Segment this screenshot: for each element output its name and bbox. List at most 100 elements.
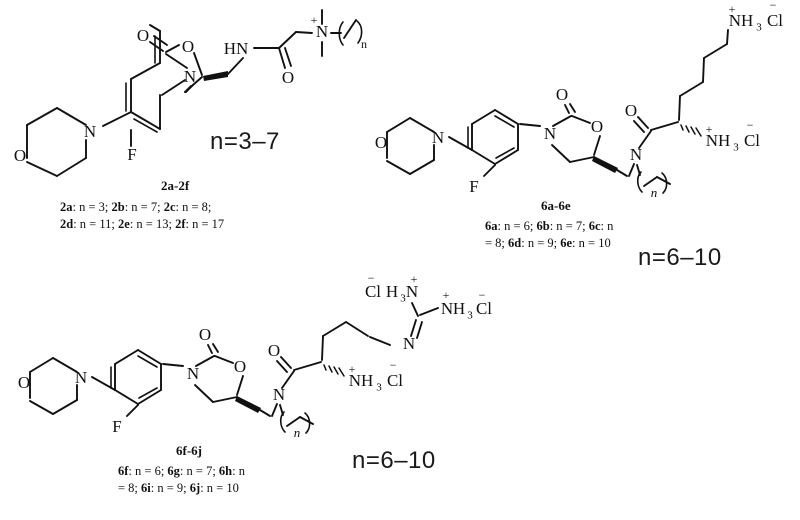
morpholine-ring-1: O N <box>14 107 96 177</box>
guanidine-right-nitrogen-3: N <box>441 299 453 318</box>
amide-nitrogen-2: N <box>630 145 642 164</box>
repeat-bracket-right-2 <box>661 172 668 194</box>
terminal-ammonium-sub-2: 3 <box>756 22 762 34</box>
alpha-n-plus-charge-3: + <box>349 362 356 376</box>
guanidine-left-cl-minus-3: − <box>368 271 375 285</box>
stereo-hash-3 <box>323 364 345 377</box>
alpha-n-plus-charge-2: + <box>706 122 713 136</box>
alpha-ammonium-sub-3: 3 <box>376 382 382 394</box>
arginine-sidechain-3 <box>321 321 391 361</box>
amide-carbonyl-oxygen-3: O <box>268 341 280 360</box>
structure-2a-2f-drawing: O N F N O O <box>14 9 367 177</box>
alpha-chloride-label-3: Cl <box>387 371 403 390</box>
alpha-ammonium-label-3: NH <box>349 371 374 390</box>
guanidine-right-cl-minus-3: − <box>479 288 486 302</box>
quaternary-nitrogen-1: N <box>316 22 328 41</box>
amide-carbonyl-oxygen-2: O <box>625 101 637 120</box>
aryl-n-bond-3 <box>162 363 184 367</box>
oxazolidinone-nitrogen-1: N <box>184 67 196 86</box>
fluorophenyl-ring-2: F <box>448 109 519 196</box>
guanidine-right-sub-3: 3 <box>467 310 473 322</box>
oxazolidinone-ring-oxygen-1: O <box>182 37 194 56</box>
structure-caption-6f-6j-line1: 6f: n = 6; 6g: n = 7; 6h: n <box>118 464 245 478</box>
fluorine-label-2: F <box>469 177 478 196</box>
oxazolidinone-ring-oxygen-2: O <box>591 117 603 136</box>
stereo-wedge-2 <box>592 156 618 173</box>
alpha-ammonium-label-2: NH <box>706 131 731 150</box>
repeat-bracket-left-2 <box>636 171 643 193</box>
aryl-n-bond-1 <box>161 79 186 96</box>
n-range-6f-6j: n=6–10 <box>352 447 436 474</box>
guanidine-left-nitrogen-3: N <box>406 282 418 301</box>
oxazolidinone-ring-1: N O O <box>137 26 203 93</box>
terminal-chloride-label-2: Cl <box>767 11 783 30</box>
n-range-2a-2f: n=3–7 <box>210 128 280 155</box>
chain-repeat-n-2: n <box>651 185 658 200</box>
repeat-bracket-right-3 <box>304 412 311 434</box>
structure-label-6f-6j: 6f-6j <box>176 443 202 458</box>
structure-caption-2a-2f-line2: 2d: n = 11; 2e: n = 13; 2f: n = 17 <box>60 217 225 231</box>
repeat-bracket-right-1 <box>356 20 363 44</box>
terminal-ammonium-label-2: NH <box>729 11 754 30</box>
oxazolidinone-ring-oxygen-3: O <box>234 357 246 376</box>
ch2-bond-1 <box>227 57 244 75</box>
guanidine-left-n-plus-3: + <box>411 272 418 286</box>
amide-nitrogen-3: N <box>273 385 285 404</box>
structure-caption-6a-6e-line1: 6a: n = 6; 6b: n = 7; 6c: n <box>485 219 614 233</box>
structure-6f-6j-drawing: O N F N O O <box>18 271 492 440</box>
chain-repeat-n-1: n <box>361 37 367 51</box>
structure-caption-6f-6j-line2: = 8; 6i: n = 9; 6j: n = 10 <box>118 481 239 495</box>
structure-6a-6e-drawing: O N F N O O <box>375 0 783 200</box>
stereo-hash-2 <box>680 124 702 137</box>
structure-label-6a-6e: 6a-6e <box>541 198 571 213</box>
oxazolidinone-ring-2: N O O <box>544 85 603 163</box>
alpha-chloride-label-2: Cl <box>744 131 760 150</box>
amide-nh-label-1: HN <box>224 39 249 58</box>
stereo-wedge-3 <box>235 396 261 413</box>
structure-caption-6a-6e-line2: = 8; 6d: n = 9; 6e: n = 10 <box>485 236 611 250</box>
stereo-wedge-1 <box>203 71 228 81</box>
carbonyl-oxygen-2: O <box>556 85 568 104</box>
structure-label-2a-2f: 2a-2f <box>161 178 190 193</box>
ch2-bond-3 <box>259 409 271 417</box>
alpha-ammonium-sub-2: 3 <box>733 142 739 154</box>
morpholine-oxygen-3: O <box>18 373 30 392</box>
morpholine-oxygen-2: O <box>375 133 387 152</box>
fluorophenyl-ring-1: F <box>102 24 161 164</box>
ch2-to-quat-n-1 <box>278 31 297 49</box>
lysine-sidechain-2 <box>678 29 729 121</box>
morpholine-oxygen-1: O <box>14 146 26 165</box>
amide-carbonyl-oxygen-1: O <box>282 68 294 87</box>
repeat-bracket-left-1 <box>338 21 344 46</box>
alpha-cl-minus-charge-3: − <box>390 358 397 372</box>
guanidine-left-h-3: H <box>386 282 398 301</box>
alpha-carbon-bond-3 <box>293 361 322 371</box>
morpholine-ring-3: O N <box>18 357 87 415</box>
oxazolidinone-nitrogen-2: N <box>544 124 556 143</box>
morpholine-nitrogen-2: N <box>432 128 444 147</box>
guanidine-right-chloride-3: Cl <box>476 299 492 318</box>
guanidine-nitrogen-3: N <box>403 334 415 353</box>
guanidine-right-n-plus-3: + <box>443 288 450 302</box>
chain-repeat-n-3: n <box>294 425 301 440</box>
morpholine-nitrogen-3: N <box>75 368 87 387</box>
oxazolidinone-ring-3: N O O <box>187 325 246 403</box>
alpha-carbon-bond-2 <box>650 121 679 131</box>
ch2-bond-2 <box>616 169 628 177</box>
morpholine-ring-2: O N <box>375 117 444 175</box>
guanidine-left-chloride-3: Cl <box>365 282 381 301</box>
structure-caption-2a-2f-line1: 2a: n = 3; 2b: n = 7; 2c: n = 8; <box>60 200 212 214</box>
n-range-6a-6e: n=6–10 <box>638 244 722 271</box>
fluorophenyl-ring-3: F <box>91 349 162 436</box>
guanidine-right-h-3: H <box>453 299 465 318</box>
repeat-bracket-left-3 <box>279 411 286 433</box>
alpha-cl-minus-charge-2: − <box>747 118 754 132</box>
terminal-n-plus-charge-2: + <box>729 2 736 16</box>
carbonyl-oxygen-1: O <box>137 26 149 45</box>
fluorine-label-3: F <box>112 417 121 436</box>
carbonyl-oxygen-3: O <box>199 325 211 344</box>
guanidine-left-sub-3: 3 <box>400 293 406 305</box>
oxazolidinone-nitrogen-3: N <box>187 364 199 383</box>
